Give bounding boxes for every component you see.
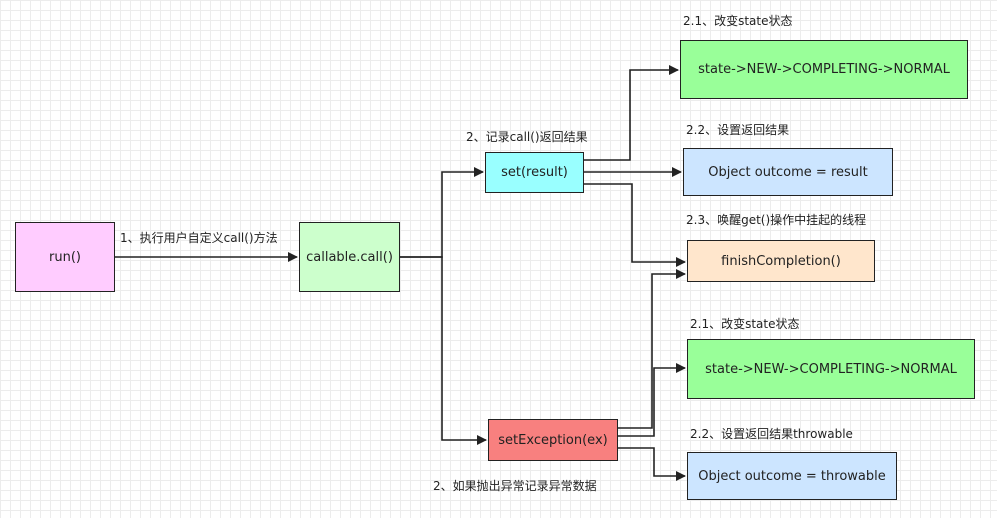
label-step1: 1、执行用户自定义call()方法 [120,231,278,245]
callable-call-node: callable.call() [299,222,400,292]
arrow-set-exception-to-finish [618,269,686,429]
state-normal-node-bottom: state->NEW->COMPLETING->NORMAL [687,339,975,399]
arrow-set-exception-to-state-bottom [618,363,686,437]
arrow-set-result-to-finish [584,183,686,267]
label-step21-top: 2.1、改变state状态 [683,14,793,28]
label-step23: 2.3、唤醒get()操作中挂起的线程 [686,213,867,227]
label-step22-bottom: 2.2、设置返回结果throwable [690,427,853,441]
arrow-call-to-set-exception [400,256,487,445]
label-step21-bottom: 2.1、改变state状态 [690,317,800,331]
label-step2-exception: 2、如果抛出异常记录异常数据 [433,479,597,493]
outcome-result-node: Object outcome = result [683,148,893,196]
arrow-set-result-to-state-top [584,65,679,161]
outcome-throwable-node: Object outcome = throwable [687,452,897,500]
arrow-set-exception-to-outcome-throwable [618,447,686,481]
set-result-node: set(result) [485,152,584,193]
state-normal-node-top: state->NEW->COMPLETING->NORMAL [680,40,968,99]
arrow-call-to-set-result [400,167,484,258]
label-step22-top: 2.2、设置返回结果 [686,123,790,137]
run-node: run() [15,222,115,292]
label-step2-result: 2、记录call()返回结果 [466,130,588,144]
finish-completion-node: finishCompletion() [687,240,875,282]
set-exception-node: setException(ex) [488,419,618,461]
